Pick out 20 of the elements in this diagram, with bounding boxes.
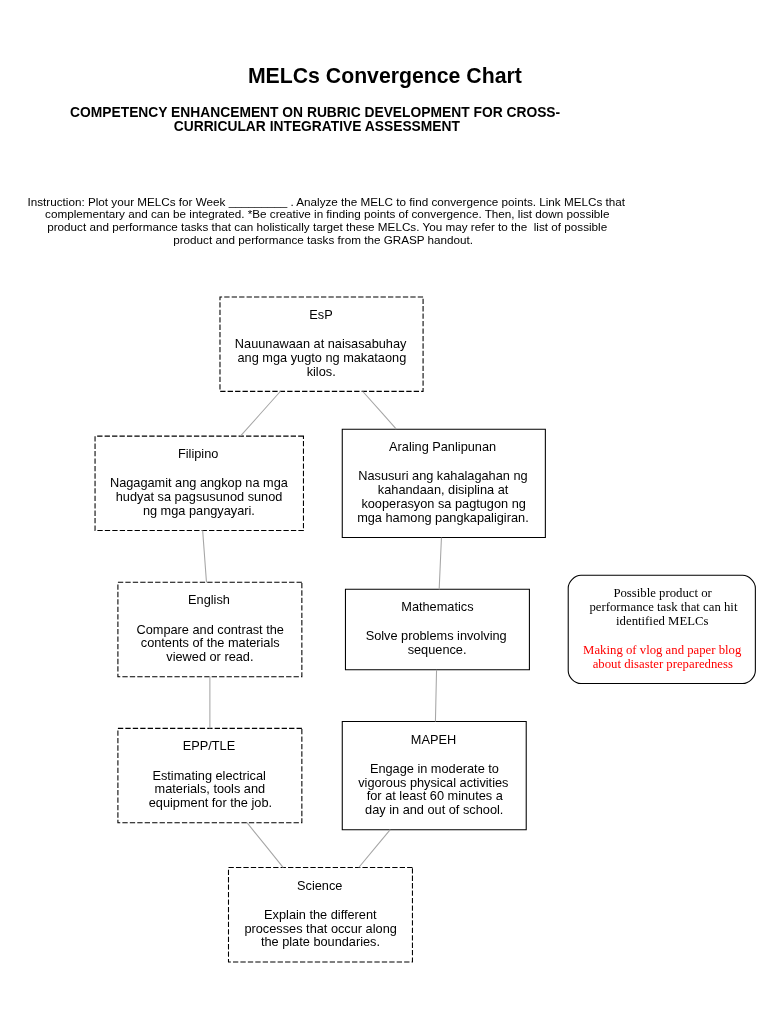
connector <box>202 529 207 583</box>
connector <box>362 390 397 430</box>
node-box: EsP Nauunawaan at naisasabuhay ang mga yugto ng makataong kilos. <box>219 295 424 392</box>
connector <box>246 821 284 868</box>
node-box: EPP/TLE Estimating electrical materials, tools and equipment for the job. <box>117 727 303 823</box>
diagram-title: MELCs Convergence Chart <box>247 63 522 88</box>
node-box: Mathematics Solve problems involving sequence. <box>344 588 530 670</box>
connector <box>209 675 211 729</box>
node-box: Filipino Nagagamit ang angkop na mga hudyat sa pagsusunod sunod ng mga pangyayari. <box>94 435 304 531</box>
node-box: Science Explain the different processes that occur along the plate boundaries. <box>227 866 413 962</box>
label: COMPETENCY ENHANCEMENT ON RUBRIC DEVELOPMENT FOR CROSS-CURRICULAR INTEGRATIVE ASSESSMENT <box>70 103 561 134</box>
connector <box>438 536 442 590</box>
connector <box>239 390 281 437</box>
connector <box>358 828 391 868</box>
node-box: English Compare and contrast the contents of the materials viewed or read. <box>117 581 303 677</box>
connector <box>434 668 438 722</box>
node-box: MAPEH Engage in moderate to vigorous physical activities for at least 60 minutes a day in and out of school. <box>341 720 527 830</box>
node-box: Araling Panlipunan Nasusuri ang kahalagahan ng kahandaan, disiplina at kooperasyon sa pagtugon ng mga hamong pangkapaligiran. <box>341 428 546 538</box>
label: Instruction: Plot your MELCs for Week _________ . Analyze the MELC to find convergence points. Link MELCs that complementary and can be integrated. *Be creative in finding points of convergence. Then, list down possible product and performance tasks that can holistically target these MELCs. You may refer to the list of possible product and performance tasks from the GRASP handout. <box>27 194 625 246</box>
node-box: Possible product or performance task that can hit identified MELCs Making of vlog and paper blog about disaster preparedness <box>567 574 756 684</box>
